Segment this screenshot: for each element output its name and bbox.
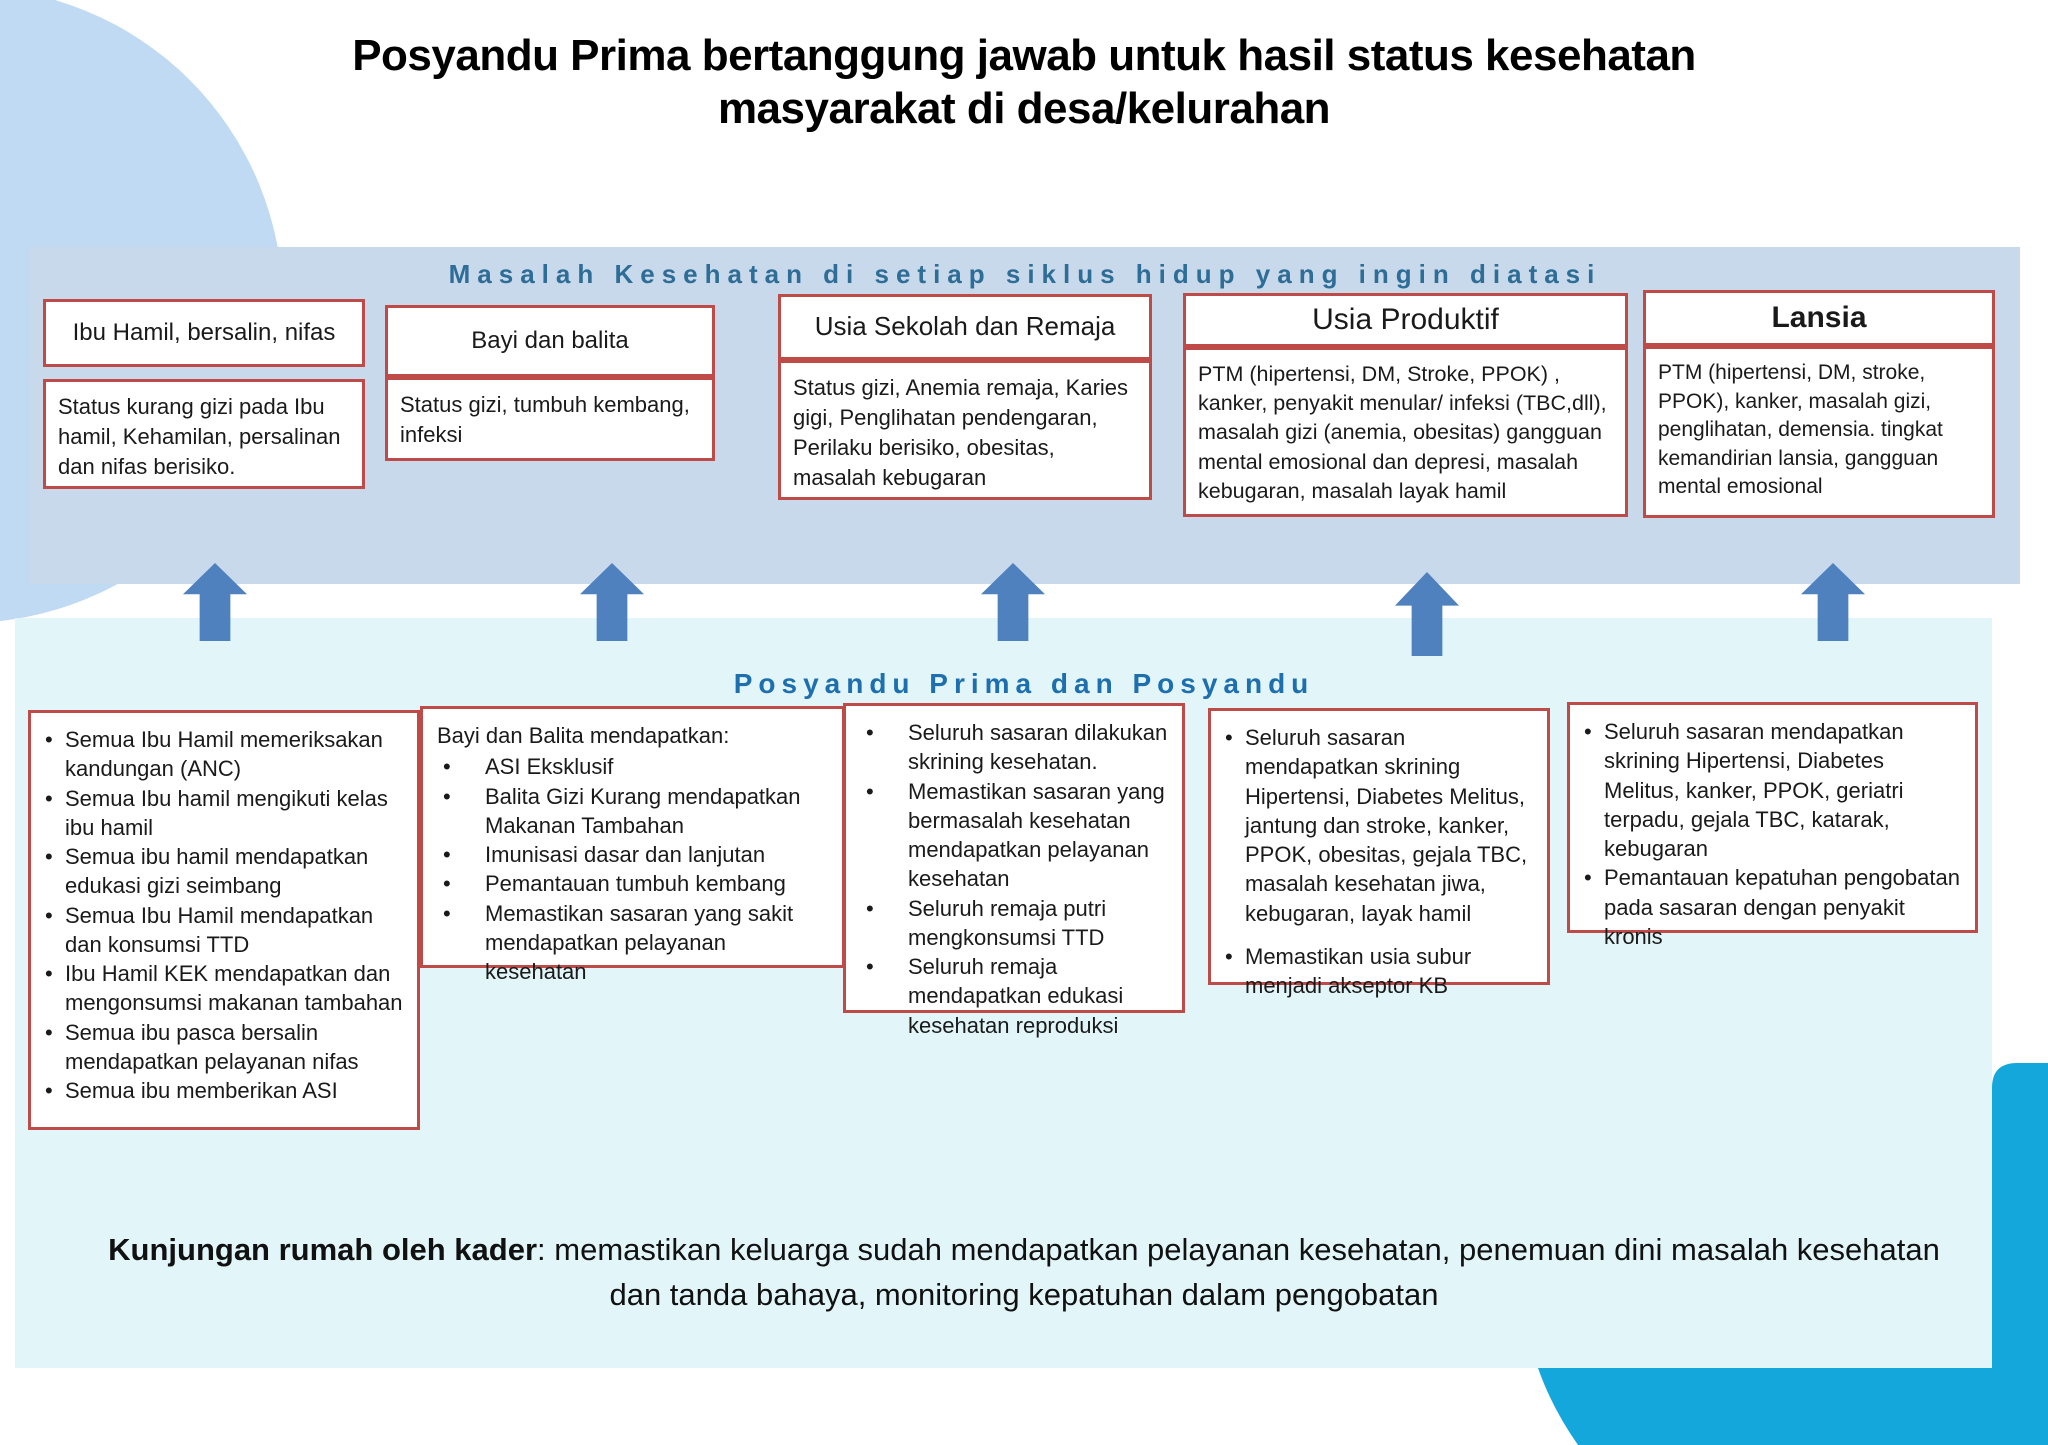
list-item: Memastikan sasaran yang bermasalah keseh… [856, 777, 1172, 894]
problems-band-heading: Masalah Kesehatan di setiap siklus hidup… [448, 259, 1602, 289]
services-band-heading: Posyandu Prima dan Posyandu [733, 668, 1315, 699]
list-item: Semua ibu pasca bersalin mendapatkan pel… [41, 1018, 407, 1077]
list-item: Seluruh sasaran mendapatkan skrining Hip… [1221, 723, 1537, 928]
footer-note-text: : memastikan keluarga sudah mendapatkan … [537, 1232, 1940, 1312]
bullet-list: Seluruh sasaran mendapatkan skrining Hip… [1580, 717, 1965, 951]
group-header-usia-produktif: Usia Produktif [1183, 293, 1628, 347]
list-item: Seluruh sasaran dilakukan skrining keseh… [856, 718, 1172, 777]
list-item: Memastikan sasaran yang sakit mendapatka… [433, 899, 832, 987]
list-item: Seluruh remaja putri mengkonsumsi TTD [856, 894, 1172, 953]
services-box-bayi-balita: Bayi dan Balita mendapatkan: ASI Eksklus… [420, 706, 845, 984]
list-item: Ibu Hamil KEK mendapatkan dan mengonsums… [41, 959, 407, 1018]
group-problems-lansia: PTM (hipertensi, DM, stroke, PPOK), kank… [1643, 346, 1995, 518]
footer-note-lead: Kunjungan rumah oleh kader [108, 1232, 538, 1267]
group-header-usia-sekolah-remaja: Usia Sekolah dan Remaja [778, 294, 1152, 360]
bullet-list: Seluruh sasaran mendapatkan skrining Hip… [1221, 723, 1537, 1000]
bullet-list: ASI Eksklusif Balita Gizi Kurang mendapa… [433, 752, 832, 986]
slide-title: Posyandu Prima bertanggung jawab untuk h… [352, 31, 1696, 133]
list-item: Balita Gizi Kurang mendapatkan Makanan T… [433, 782, 832, 841]
group-header-bayi-balita: Bayi dan balita [385, 305, 715, 377]
list-item: Seluruh remaja mendapatkan edukasi keseh… [856, 952, 1172, 1040]
list-item: Imunisasi dasar dan lanjutan [433, 840, 832, 870]
group-header-lansia: Lansia [1643, 290, 1995, 346]
services-box-usia-produktif: Seluruh sasaran mendapatkan skrining Hip… [1208, 708, 1550, 998]
list-item: ASI Eksklusif [433, 752, 832, 782]
bullet-list: Seluruh sasaran dilakukan skrining keseh… [856, 718, 1172, 1040]
group-problems-usia-sekolah-remaja: Status gizi, Anemia remaja, Karies gigi,… [778, 360, 1152, 500]
services-box-ibu-hamil: Semua Ibu Hamil memeriksakan kandungan (… [28, 710, 420, 1130]
group-problems-usia-produktif: PTM (hipertensi, DM, Stroke, PPOK) , kan… [1183, 347, 1628, 517]
services-box-usia-sekolah-remaja: Seluruh sasaran dilakukan skrining keseh… [843, 703, 1185, 1038]
list-item: Semua Ibu Hamil mendapatkan dan konsumsi… [41, 901, 407, 960]
list-item: Pemantauan kepatuhan pengobatan pada sas… [1580, 863, 1965, 951]
list-item: Semua ibu hamil mendapatkan edukasi gizi… [41, 842, 407, 901]
list-item: Semua Ibu hamil mengikuti kelas ibu hami… [41, 784, 407, 843]
services-box-lansia: Seluruh sasaran mendapatkan skrining Hip… [1567, 702, 1978, 949]
list-item: Semua Ibu Hamil memeriksakan kandungan (… [41, 725, 407, 784]
services-box-intro: Bayi dan Balita mendapatkan: [437, 723, 730, 748]
footer-note: Kunjungan rumah oleh kader: memastikan k… [90, 1228, 1958, 1318]
group-problems-bayi-balita: Status gizi, tumbuh kembang, infeksi [385, 377, 715, 461]
group-problems-ibu-hamil: Status kurang gizi pada Ibu hamil, Keham… [43, 379, 365, 489]
list-item: Seluruh sasaran mendapatkan skrining Hip… [1580, 717, 1965, 863]
list-item: Semua ibu memberikan ASI [41, 1076, 407, 1106]
list-item: Memastikan usia subur menjadi akseptor K… [1221, 942, 1537, 1001]
list-item: Pemantauan tumbuh kembang [433, 869, 832, 899]
bullet-list: Semua Ibu Hamil memeriksakan kandungan (… [41, 725, 407, 1106]
group-header-ibu-hamil: Ibu Hamil, bersalin, nifas [43, 299, 365, 367]
corner-shape-bottom-right [1538, 1063, 2048, 1445]
